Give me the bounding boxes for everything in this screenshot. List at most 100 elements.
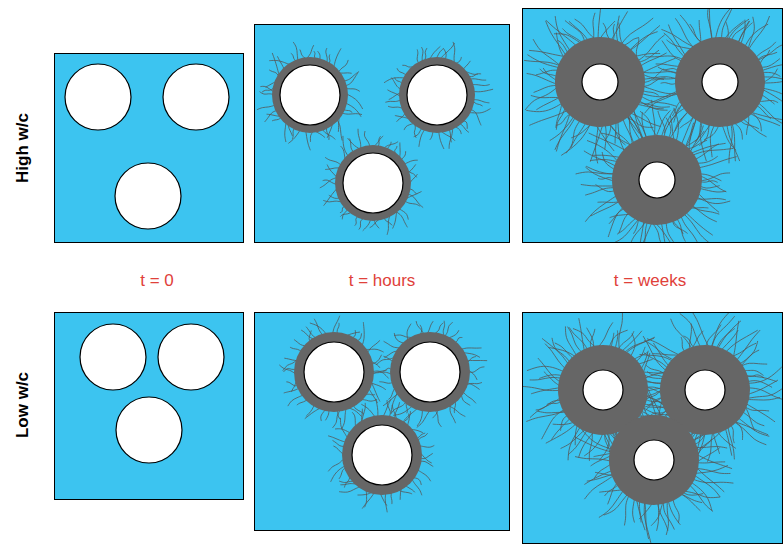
hydrate-fiber xyxy=(456,57,461,63)
hydrate-fiber xyxy=(391,402,406,413)
hydrate-fiber xyxy=(285,123,286,142)
hydrate-fiber xyxy=(684,336,694,347)
hydrate-fiber xyxy=(328,436,345,442)
hydrate-fiber xyxy=(644,91,677,105)
hydrate-fiber xyxy=(624,496,628,525)
hydrate-fiber xyxy=(387,216,390,235)
hydrate-fiber xyxy=(362,400,377,402)
hydrate-fiber xyxy=(436,411,442,427)
hydrate-fiber xyxy=(699,20,701,42)
hydrate-fiber xyxy=(526,103,561,111)
hydrate-fiber xyxy=(748,389,782,398)
cement-grain xyxy=(116,397,182,463)
paste-panel xyxy=(54,53,244,243)
hydrate-fiber xyxy=(344,71,359,81)
hydrate-fiber xyxy=(530,377,561,380)
hydrate-fiber xyxy=(668,25,685,56)
hydrate-fiber xyxy=(585,188,613,195)
hydrate-fiber xyxy=(288,131,299,144)
hydrate-fiber xyxy=(758,42,783,60)
hydrate-fiber xyxy=(697,198,730,204)
hydrate-fiber xyxy=(594,453,611,456)
hydrate-fiber xyxy=(667,40,692,49)
hydrate-fiber xyxy=(399,209,408,220)
hydrate-fiber xyxy=(611,333,614,347)
hydrate-fiber xyxy=(442,132,455,141)
hydrate-fiber xyxy=(341,418,348,437)
hydrate-fiber xyxy=(682,494,702,503)
hydrate-fiber xyxy=(682,494,701,511)
hydrate-fiber xyxy=(736,422,743,440)
water-ground xyxy=(254,312,510,531)
hydrate-fiber xyxy=(596,126,614,151)
hydrate-fiber xyxy=(741,121,759,129)
hydrate-fiber xyxy=(648,388,662,417)
hydrate-fiber xyxy=(624,38,639,46)
hydrate-fiber xyxy=(617,218,635,234)
hydrate-fiber xyxy=(598,8,601,38)
hydrate-fiber xyxy=(697,199,726,200)
hydrate-fiber xyxy=(584,476,613,499)
hydrate-fiber xyxy=(681,337,684,351)
hydrate-fiber xyxy=(381,494,387,506)
hydrate-fiber xyxy=(342,210,347,220)
hydrate-fiber xyxy=(294,339,305,345)
hydrate-fiber xyxy=(269,60,289,64)
hydrate-fiber xyxy=(300,50,306,59)
hydrate-fiber xyxy=(339,60,348,72)
hydrate-fiber xyxy=(699,157,736,168)
hydrate-fiber xyxy=(756,42,776,57)
hydrate-fiber xyxy=(297,400,307,405)
hydrate-fiber xyxy=(639,50,659,62)
row-label: Low w/c xyxy=(14,372,31,438)
hydrate-fiber xyxy=(391,493,393,504)
hydrate-fiber xyxy=(739,21,750,42)
hydrate-fiber xyxy=(686,131,705,147)
hydrate-fiber xyxy=(701,181,718,183)
hydrate-fiber xyxy=(417,49,418,62)
hydrate-fiber xyxy=(586,166,613,174)
hydrate-fiber xyxy=(661,29,693,47)
hydrate-fiber xyxy=(420,445,434,447)
hydrate-fiber xyxy=(585,196,616,222)
hydrate-fiber xyxy=(460,124,469,133)
hydrate-fiber xyxy=(637,224,651,243)
hydrate-fiber xyxy=(568,427,580,460)
hydration-ring xyxy=(399,57,475,133)
hydrate-fiber xyxy=(675,18,693,47)
hydrate-fiber xyxy=(710,126,714,158)
hydrate-fiber xyxy=(291,53,296,61)
hydrate-fiber xyxy=(359,219,363,230)
hydrate-fiber xyxy=(663,69,677,71)
hydrate-fiber xyxy=(420,461,433,466)
hydrate-fiber xyxy=(718,432,736,448)
paste-panel xyxy=(254,24,510,243)
hydrate-fiber xyxy=(412,480,422,496)
hydrate-fiber xyxy=(742,363,767,366)
hydrate-fiber xyxy=(610,220,638,243)
water-ground xyxy=(522,312,783,544)
hydrate-fiber xyxy=(410,189,417,194)
hydrate-fiber xyxy=(323,200,341,201)
hydrate-fiber xyxy=(463,392,476,403)
hydrate-fiber xyxy=(389,93,400,100)
hydrate-fiber xyxy=(550,117,574,141)
hydrate-fiber xyxy=(323,130,336,140)
hydrate-fiber xyxy=(358,129,361,148)
hydrate-fiber xyxy=(536,401,561,411)
hydrate-fiber xyxy=(553,422,574,424)
hydrate-fiber xyxy=(396,212,407,228)
hydrate-fiber xyxy=(410,174,417,183)
hydrate-fiber xyxy=(408,164,415,172)
hydrate-fiber xyxy=(449,330,459,338)
hydrate-fiber xyxy=(385,100,400,102)
hydrate-fiber xyxy=(696,144,719,159)
hydrate-fiber xyxy=(397,113,405,121)
hydrate-fiber xyxy=(467,360,487,361)
hydrate-fiber xyxy=(576,172,614,174)
hydrate-fiber xyxy=(615,330,617,347)
hydrate-fiber xyxy=(365,491,367,508)
hydrate-fiber xyxy=(272,53,279,75)
hydrate-fiber xyxy=(759,100,778,102)
hydrate-fiber xyxy=(554,34,580,43)
